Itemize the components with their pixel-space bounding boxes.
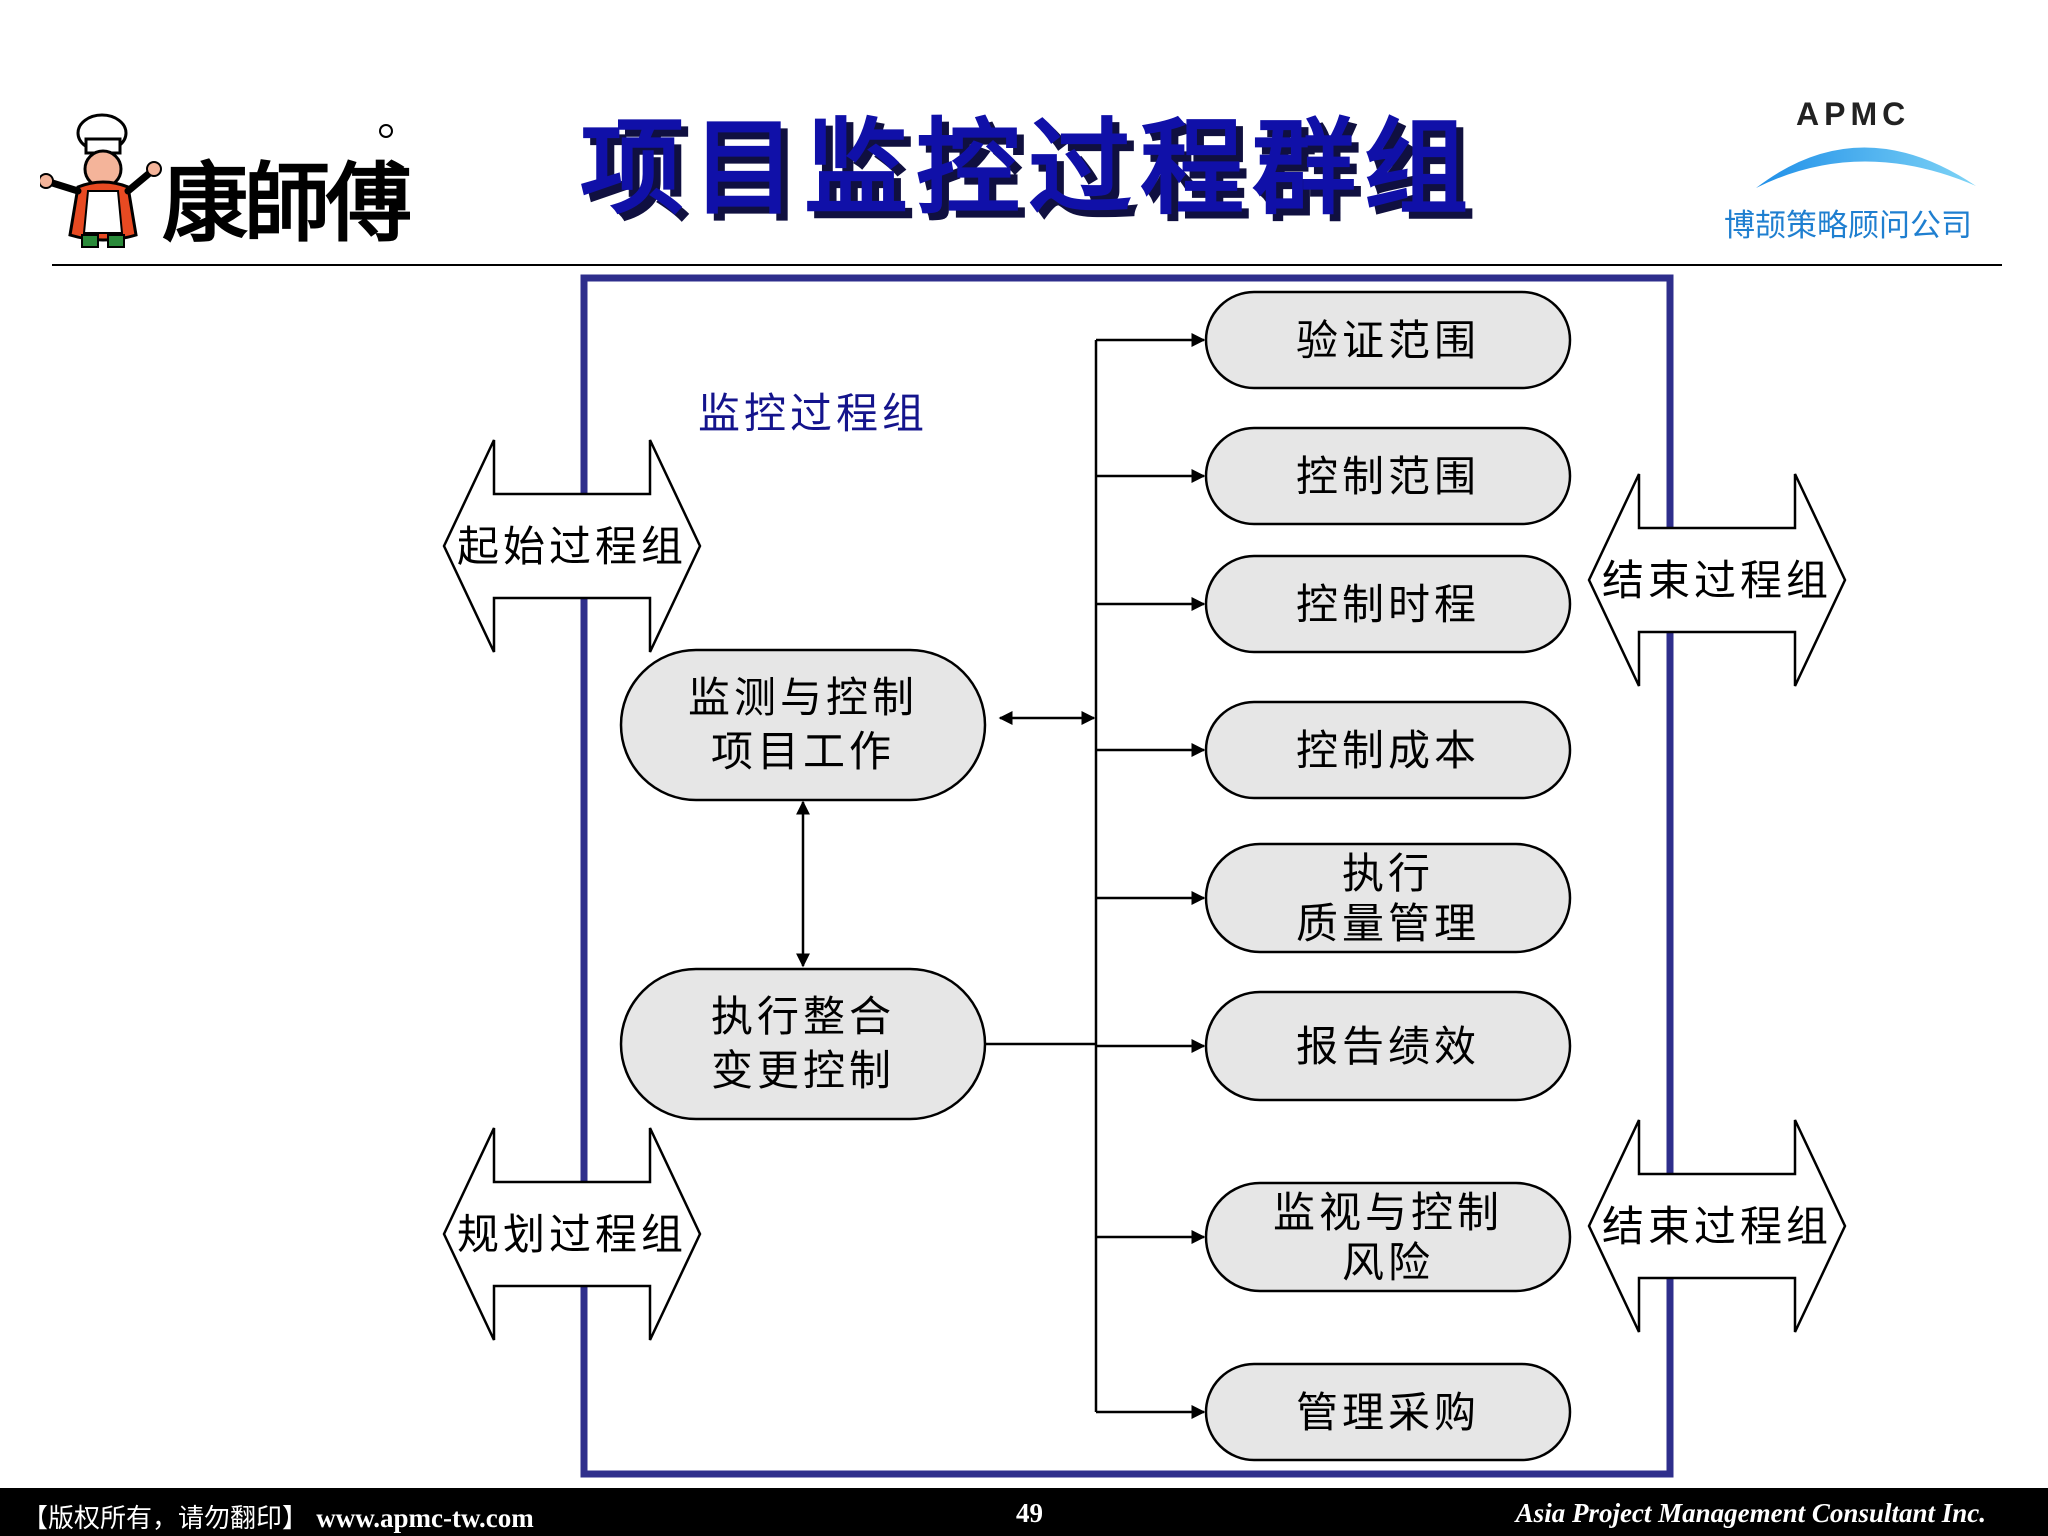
node-monitor-work: 监测与控制 项目工作	[619, 648, 987, 802]
side-arrow-label: 结束过程组	[1602, 556, 1832, 605]
footer-bar: 【版权所有，请勿翻印】 www.apmc-tw.com 49 Asia Proj…	[0, 1488, 2048, 1536]
process-node-2-line-1: 控制范围	[1296, 452, 1480, 501]
process-node-6: 报告绩效	[1204, 990, 1572, 1102]
apmc-logo: APMC 博颉策略顾问公司	[1720, 92, 2010, 252]
process-node-3-line-1: 控制时程	[1296, 580, 1480, 629]
side-arrow-label: 规划过程组	[457, 1210, 687, 1259]
process-node-5-line-2: 质量管理	[1296, 899, 1480, 948]
process-node-2: 控制范围	[1204, 426, 1572, 526]
side-arrow-right-top: 结束过程组	[1587, 473, 1847, 687]
footer-left: 【版权所有，请勿翻印】 www.apmc-tw.com	[22, 1498, 534, 1535]
footer-copyright: 【版权所有，请勿翻印】	[22, 1504, 309, 1534]
side-arrow-left-bottom: 规划过程组	[442, 1127, 702, 1341]
group-label: 监控过程组	[698, 389, 928, 438]
side-arrow-right-bottom: 结束过程组	[1587, 1119, 1847, 1333]
apmc-company-cn: 博颉策略顾问公司	[1724, 208, 1972, 244]
process-node-1-line-1: 验证范围	[1296, 316, 1480, 365]
process-node-7-line-2: 风险	[1342, 1238, 1434, 1287]
node-integrate-line-2: 变更控制	[711, 1046, 895, 1095]
footer-company: Asia Project Management Consultant Inc.	[1515, 1498, 1986, 1528]
process-node-4: 控制成本	[1204, 700, 1572, 800]
process-node-5-line-1: 执行	[1342, 849, 1434, 898]
side-arrow-left-top: 起始过程组	[442, 439, 702, 653]
chef-mascot-icon	[38, 113, 162, 248]
side-arrow-label: 结束过程组	[1602, 1202, 1832, 1251]
node-integrate-line-1: 执行整合	[711, 992, 895, 1041]
process-node-7-line-1: 监视与控制	[1273, 1188, 1503, 1237]
page-title: 项目监控过程群组	[580, 107, 1477, 229]
monitoring-group-frame	[580, 274, 1674, 1478]
footer-page-number: 49	[1016, 1498, 1043, 1528]
header-divider	[52, 264, 2002, 266]
process-node-8: 管理采购	[1204, 1362, 1572, 1462]
process-node-4-line-1: 控制成本	[1296, 726, 1480, 775]
side-arrow-label: 起始过程组	[457, 522, 687, 571]
process-node-8-line-1: 管理采购	[1296, 1388, 1480, 1437]
process-node-3: 控制时程	[1204, 554, 1572, 654]
node-monitor-line-1: 监测与控制	[688, 673, 918, 722]
node-integrated-change-control: 执行整合 变更控制	[619, 967, 987, 1121]
arc-swoosh-icon	[1756, 147, 1976, 188]
process-node-6-line-1: 报告绩效	[1296, 1022, 1480, 1071]
logo-wordmark: 康師傅	[162, 153, 410, 254]
node-monitor-line-2: 项目工作	[711, 727, 895, 776]
footer-url: www.apmc-tw.com	[316, 1503, 534, 1533]
process-node-1: 验证范围	[1204, 290, 1572, 390]
kangshifu-logo: 康師傅	[38, 95, 415, 265]
apmc-brand: APMC	[1796, 96, 1911, 132]
